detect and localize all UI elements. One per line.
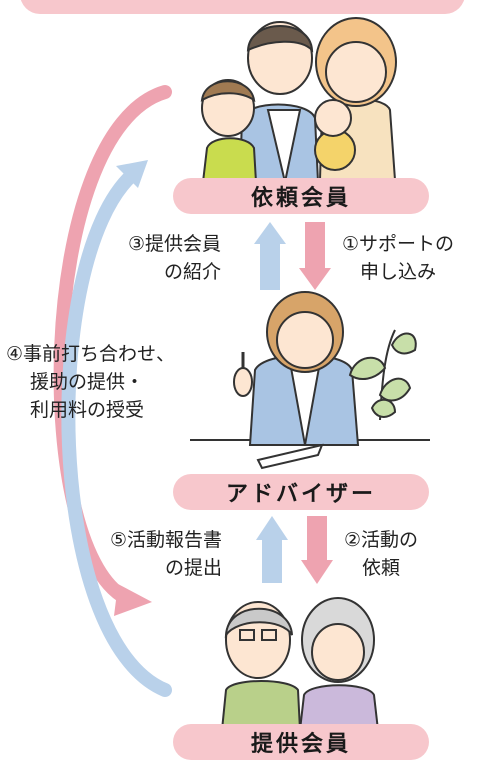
step2-arrow-head (301, 560, 333, 584)
provider-label: 提供会員 (250, 732, 351, 757)
step5-label: ⑤活動報告書 の提出 (110, 526, 222, 582)
step3-line2: の紹介 (164, 261, 222, 283)
step2-label: ②活動の 依頼 (344, 526, 418, 582)
step3-arrow-head (254, 222, 286, 244)
step4-label: ④事前打ち合わせ、 援助の提供・ 利用料の授受 (6, 340, 175, 424)
step1-line2: 申し込み (360, 261, 437, 283)
elderly-illustration (220, 597, 380, 731)
long-pink-arrowhead (114, 584, 152, 616)
advisor-illustration (190, 291, 430, 470)
step3-line1: ③提供会員 (128, 233, 222, 255)
step1-label: ①サポートの 申し込み (342, 230, 454, 286)
step1-line1: ①サポートの (342, 233, 455, 255)
requester-pill: 依頼会員 (173, 178, 429, 214)
step5-arrow-head (256, 516, 288, 540)
step4-line1: ④事前打ち合わせ、 (6, 343, 176, 365)
family-illustration (200, 17, 397, 183)
step2-arrow-shaft (307, 516, 327, 564)
step5-line1: ⑤活動報告書 (110, 529, 223, 551)
step5-arrow-shaft (262, 535, 282, 583)
advisor-pill: アドバイザー (173, 474, 429, 510)
provider-pill: 提供会員 (173, 724, 429, 760)
long-blue-arrowhead (116, 160, 148, 188)
long-pink-arrow (53, 85, 172, 607)
step5-line2: の提出 (165, 557, 223, 579)
step2-line1: ②活動の (344, 529, 419, 551)
step1-arrow-head (299, 268, 331, 290)
step4-line2: 援助の提供・ (30, 371, 145, 393)
step3-arrow-shaft (260, 240, 280, 290)
step4-line3: 利用料の授受 (30, 399, 145, 421)
top-pill-remnant (20, 0, 465, 14)
step3-label: ③提供会員 の紹介 (128, 230, 221, 286)
long-blue-arrow (61, 168, 172, 697)
advisor-label: アドバイザー (225, 482, 376, 507)
step2-line2: 依頼 (362, 557, 401, 579)
step1-arrow-shaft (305, 222, 325, 272)
requester-label: 依頼会員 (250, 186, 351, 211)
